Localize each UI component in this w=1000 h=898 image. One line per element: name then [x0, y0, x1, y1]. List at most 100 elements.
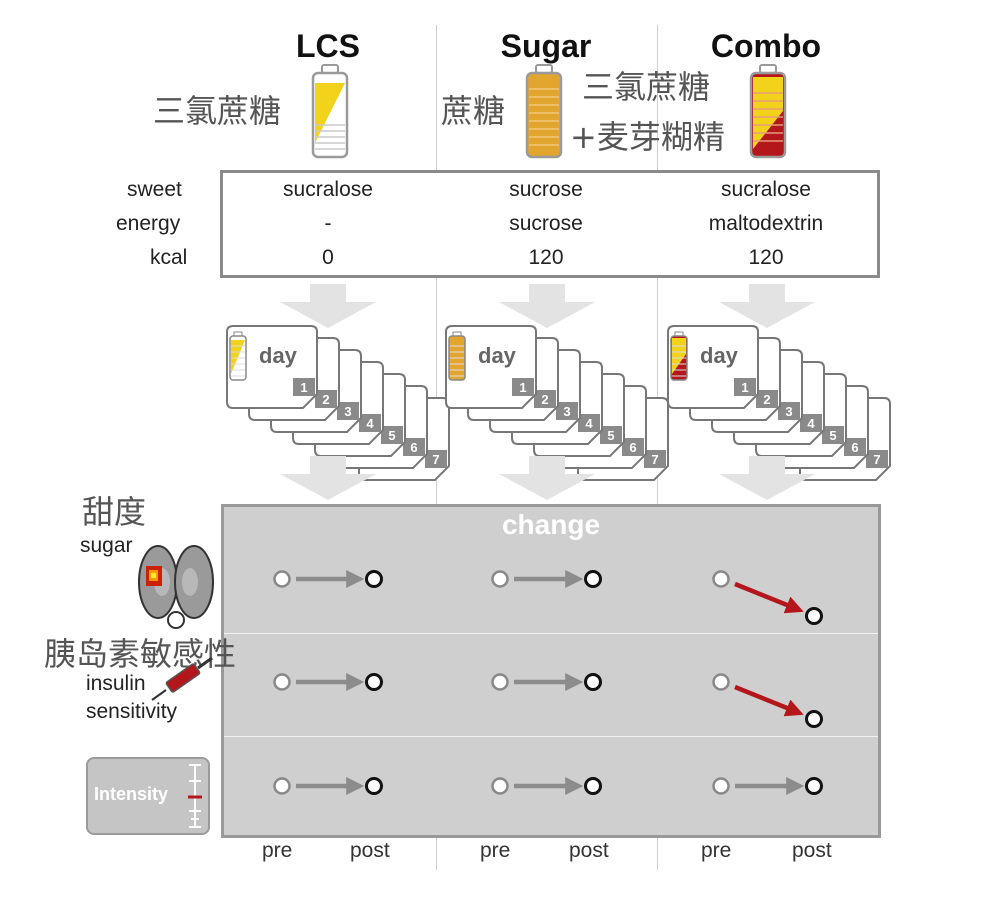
- pre-point: [491, 777, 509, 795]
- sugar-bottle-icon: [525, 64, 563, 159]
- row-label-sweet: sweet: [127, 178, 182, 201]
- day-number-1: 1: [300, 380, 307, 395]
- change-sugar-2: [712, 570, 823, 625]
- lcs-bottle-icon: [311, 64, 349, 159]
- pre-point: [491, 570, 509, 588]
- sugar-sweet-value: sucrose: [509, 178, 583, 201]
- sugar-kcal-value: 120: [528, 246, 564, 269]
- axis-pre-combo: pre: [701, 839, 732, 862]
- day-number-7: 7: [432, 452, 439, 467]
- day-number-1: 1: [519, 380, 526, 395]
- sugar-outcome-label: sugar: [80, 534, 133, 557]
- day-number-5: 5: [388, 428, 395, 443]
- post-point: [805, 607, 823, 625]
- row-label-kcal: kcal: [150, 246, 188, 269]
- composition-table: [220, 170, 880, 278]
- day-number-6: 6: [629, 440, 636, 455]
- pre-point: [273, 777, 291, 795]
- day-number-3: 3: [344, 404, 351, 419]
- change-insulin-1: [491, 673, 602, 691]
- pre-point: [712, 777, 730, 795]
- flow-arrow-combo-2: [719, 456, 815, 500]
- day-label-combo: day: [700, 343, 738, 368]
- day-label-sugar: day: [478, 343, 516, 368]
- post-point: [365, 673, 383, 691]
- flow-arrow-lcs-2: [280, 456, 376, 500]
- column-title-sugar: Sugar: [500, 28, 592, 64]
- day-number-3: 3: [563, 404, 570, 419]
- decrease-arrow: [734, 684, 804, 717]
- axis-post-sugar: post: [569, 839, 609, 862]
- row-separator-2: [224, 736, 878, 737]
- flow-arrow-sugar-1: [499, 284, 595, 328]
- day-number-6: 6: [851, 440, 858, 455]
- axis-post-lcs: post: [350, 839, 390, 862]
- sugar-energy-value: sucrose: [509, 212, 583, 235]
- change-insulin-2: [712, 673, 823, 728]
- mini-bottle-icon: [448, 331, 466, 381]
- change-insulin-0: [273, 673, 383, 691]
- day-number-1: 1: [741, 380, 748, 395]
- axis-post-combo: post: [792, 839, 832, 862]
- post-point: [584, 673, 602, 691]
- column-title-combo: Combo: [710, 28, 822, 64]
- day-number-2: 2: [541, 392, 548, 407]
- intensity-label: Intensity: [94, 784, 169, 804]
- change-sugar-0: [273, 570, 383, 588]
- day-number-7: 7: [651, 452, 658, 467]
- day-number-2: 2: [322, 392, 329, 407]
- row-separator-1: [224, 633, 878, 634]
- insulin-outcome-label-line2: sensitivity: [86, 700, 178, 723]
- intensity-box: Intensity: [86, 757, 210, 835]
- sugar-zh-label: 蔗糖: [441, 92, 506, 130]
- day-number-2: 2: [763, 392, 770, 407]
- change-intensity-0: [273, 777, 383, 795]
- post-point: [584, 777, 602, 795]
- day-number-3: 3: [785, 404, 792, 419]
- post-point: [365, 570, 383, 588]
- day-number-4: 4: [807, 416, 815, 431]
- mini-bottle-icon: [670, 331, 688, 381]
- pre-point: [491, 673, 509, 691]
- lcs-energy-value: -: [324, 212, 332, 235]
- lcs-sweet-value: sucralose: [283, 178, 373, 201]
- row-label-energy: energy: [116, 212, 181, 235]
- day-card-1: 1: [667, 325, 759, 409]
- insulin-outcome-label-line1: insulin: [86, 672, 146, 695]
- combo-zh-label-line1: 三氯蔗糖: [582, 68, 711, 106]
- axis-pre-lcs: pre: [262, 839, 293, 862]
- flow-arrow-combo-1: [719, 284, 815, 328]
- mini-bottle-icon: [229, 331, 247, 381]
- flow-arrow-lcs-1: [280, 284, 376, 328]
- decrease-arrow: [734, 581, 804, 614]
- day-number-4: 4: [585, 416, 593, 431]
- flow-arrow-sugar-2: [499, 456, 595, 500]
- day-number-5: 5: [829, 428, 836, 443]
- day-number-5: 5: [607, 428, 614, 443]
- syringe-icon: [151, 656, 213, 701]
- day-number-4: 4: [366, 416, 374, 431]
- change-panel: change: [221, 504, 881, 838]
- insulin-zh-outcome-label: 胰岛素敏感性: [44, 635, 237, 673]
- combo-zh-label-line2: +麦芽糊精: [570, 118, 725, 156]
- brain-icon: [138, 545, 214, 629]
- post-point: [584, 570, 602, 588]
- pre-point: [712, 570, 730, 588]
- change-intensity-2: [712, 777, 823, 795]
- pre-point: [712, 673, 730, 691]
- sugar-zh-outcome-label: 甜度: [82, 493, 147, 531]
- post-point: [365, 777, 383, 795]
- day-card-1: 1: [226, 325, 318, 409]
- change-title: change: [501, 509, 601, 540]
- axis-pre-sugar: pre: [480, 839, 511, 862]
- day-number-6: 6: [410, 440, 417, 455]
- day-card-1: 1: [445, 325, 537, 409]
- post-point: [805, 777, 823, 795]
- day-number-7: 7: [873, 452, 880, 467]
- change-sugar-1: [491, 570, 602, 588]
- combo-bottle-icon: [749, 64, 787, 159]
